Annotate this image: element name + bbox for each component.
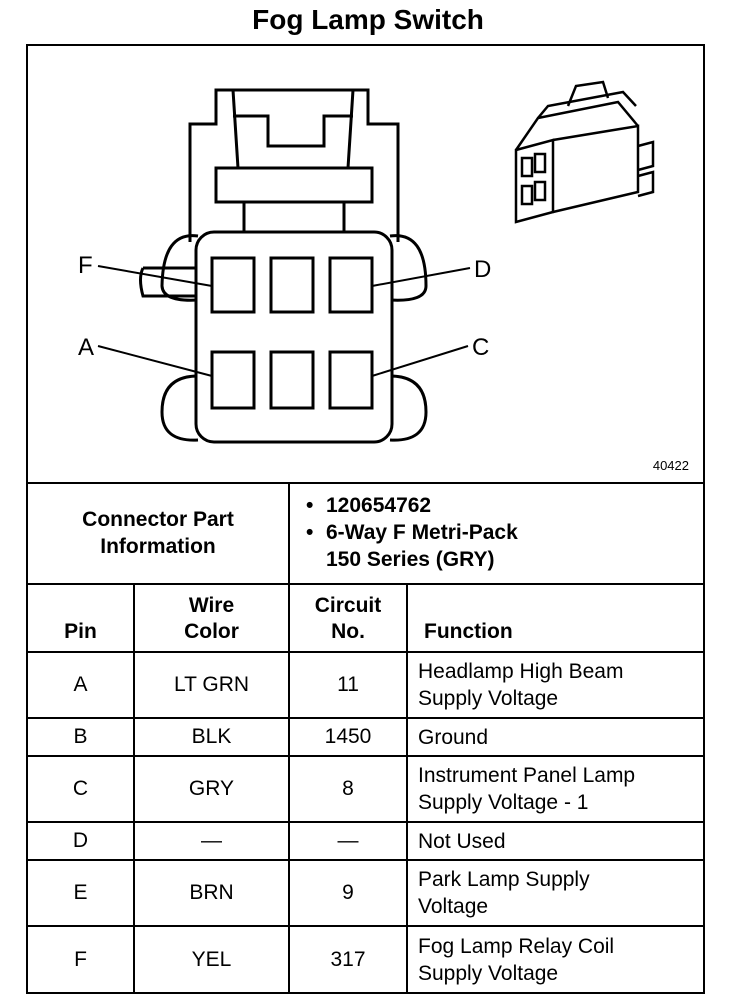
connector-description: •6-Way F Metri-Pack (306, 521, 518, 544)
pin-cell: F (28, 925, 135, 992)
pin-label-c: C (472, 334, 490, 361)
connector-sheet: F D A C 40422 Connector Part Information… (26, 44, 705, 994)
table-row: B BLK 1450 Ground (28, 717, 703, 757)
connector-face-drawing (97, 80, 655, 444)
pin-table: Connector Part Information •120654762 •6… (28, 482, 703, 992)
connector-info-row: Connector Part Information •120654762 •6… (28, 482, 703, 585)
function-cell: Ground (406, 717, 703, 757)
part-number: •120654762 (306, 494, 432, 517)
pin-cell: D (28, 821, 135, 861)
wire-color-cell: BLK (133, 717, 290, 757)
function-cell: Not Used (406, 821, 703, 861)
figure-code: 40422 (652, 458, 689, 473)
wire-color-cell: — (133, 821, 290, 861)
header-function: Function (406, 583, 703, 653)
wire-color-cell: GRY (133, 755, 290, 823)
pin-label-d: D (474, 256, 492, 283)
connector-diagram: F D A C 40422 (28, 46, 703, 484)
header-pin: Pin (28, 583, 135, 653)
connector-info-values: •120654762 •6-Way F Metri-Pack 150 Serie… (288, 482, 703, 585)
circuit-cell: 317 (288, 925, 408, 992)
pin-cell: E (28, 859, 135, 927)
pin-label-a: A (78, 334, 95, 361)
wire-color-cell: BRN (133, 859, 290, 927)
circuit-cell: 9 (288, 859, 408, 927)
pin-label-f: F (78, 252, 93, 279)
wire-color-cell: YEL (133, 925, 290, 992)
circuit-cell: 11 (288, 651, 408, 719)
pin-cell: B (28, 717, 135, 757)
circuit-cell: — (288, 821, 408, 861)
circuit-cell: 1450 (288, 717, 408, 757)
connector-info-label: Connector Part Information (28, 482, 290, 585)
pin-cell: A (28, 651, 135, 719)
pin-cell: C (28, 755, 135, 823)
wire-color-cell: LT GRN (133, 651, 290, 719)
circuit-cell: 8 (288, 755, 408, 823)
page-title: Fog Lamp Switch (252, 4, 484, 35)
table-row: D — — Not Used (28, 821, 703, 861)
